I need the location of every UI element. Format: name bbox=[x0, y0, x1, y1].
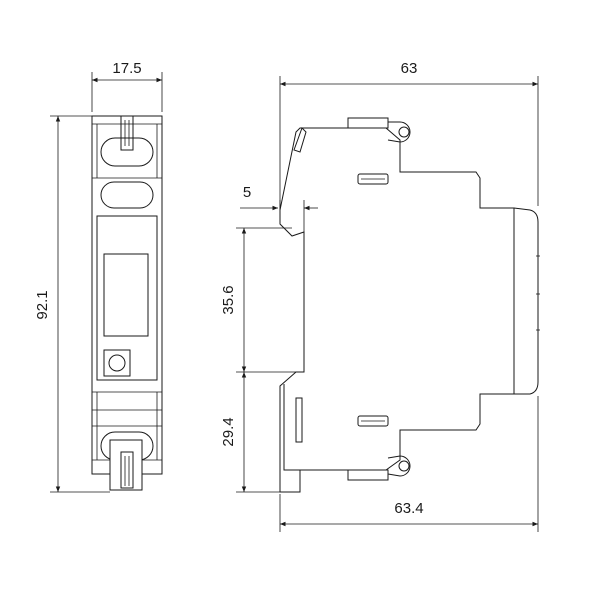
rail-lower-label: 29.4 bbox=[220, 417, 237, 446]
front-width-label: 17.5 bbox=[112, 60, 141, 77]
front-view bbox=[91, 115, 163, 491]
side-depth-top-label: 63 bbox=[401, 60, 418, 77]
side-upper-slot bbox=[357, 173, 389, 185]
dim-rail: 35.6 29.4 bbox=[220, 227, 292, 493]
side-end-cap bbox=[513, 207, 539, 395]
front-led-icon bbox=[108, 354, 126, 372]
side-top-hook bbox=[387, 121, 411, 143]
side-bottom-ear bbox=[347, 469, 389, 481]
dim-side-depth-top: 63 bbox=[279, 60, 539, 210]
front-terminal-slot-2 bbox=[100, 181, 154, 209]
side-upper-clip bbox=[293, 127, 307, 153]
rail-upper-label: 35.6 bbox=[220, 285, 237, 314]
front-led-box bbox=[103, 349, 131, 377]
side-view bbox=[279, 117, 540, 493]
side-bottom-hook bbox=[387, 455, 411, 477]
side-lower-slot bbox=[357, 415, 389, 427]
front-display-window bbox=[103, 253, 149, 337]
side-latch bbox=[295, 397, 303, 443]
dim-side-depth-bottom: 63.4 bbox=[279, 396, 539, 532]
front-panel bbox=[96, 215, 158, 381]
dim-front-height: 92.1 bbox=[34, 115, 118, 493]
side-top-ear bbox=[347, 117, 389, 129]
dim-clip-offset: 5 bbox=[240, 184, 318, 232]
front-height-label: 92.1 bbox=[34, 290, 51, 319]
front-outline bbox=[91, 115, 163, 475]
front-top-clip bbox=[120, 115, 134, 151]
side-depth-bottom-label: 63.4 bbox=[394, 500, 423, 517]
front-terminal-slot-1 bbox=[100, 137, 154, 167]
side-outline bbox=[279, 127, 515, 493]
clip-offset-label: 5 bbox=[243, 184, 251, 201]
dim-front-width: 17.5 bbox=[91, 60, 163, 112]
